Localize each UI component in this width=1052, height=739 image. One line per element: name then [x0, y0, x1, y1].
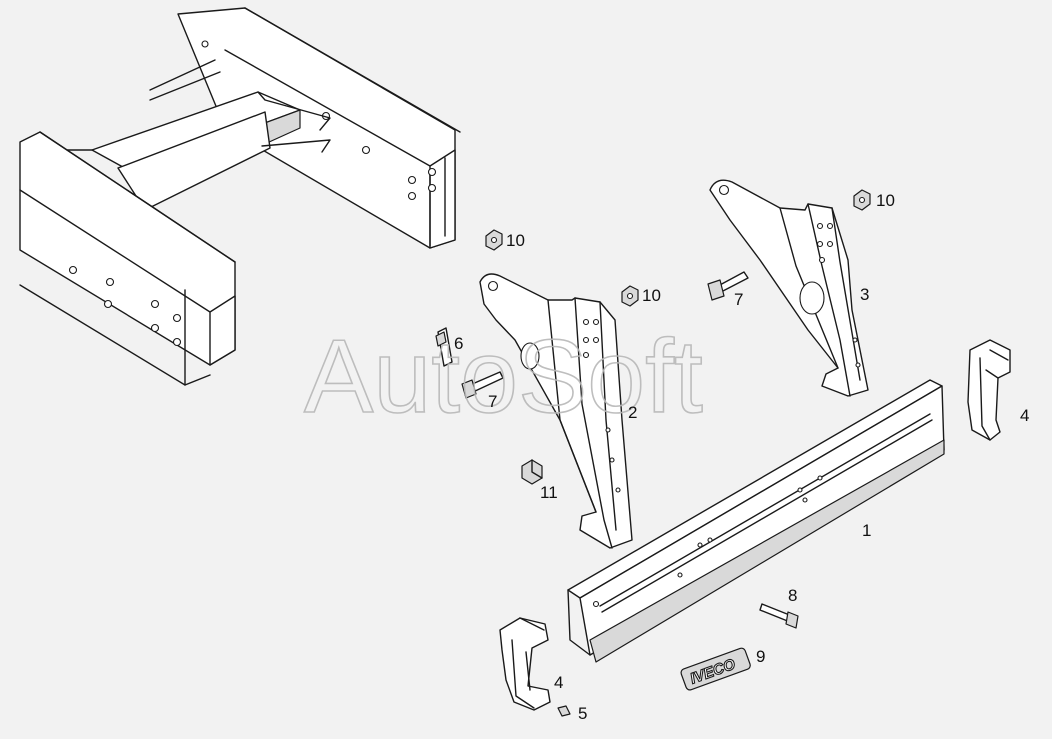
callout-4-right: 4: [1020, 406, 1029, 425]
callout-4-left: 4: [554, 673, 563, 692]
callout-7-left: 7: [488, 392, 497, 411]
callout-5: 5: [578, 704, 587, 723]
bolt-7-right: [707, 271, 749, 301]
bolt-7-left: [461, 371, 504, 399]
callout-10-b: 10: [642, 286, 661, 305]
bracket-left: [479, 273, 633, 549]
callout-1: 1: [862, 521, 871, 540]
bumper-beam: [567, 379, 945, 663]
bracket-right: [709, 179, 869, 397]
nut-10-b: [621, 285, 639, 307]
nut-11: [521, 459, 543, 485]
step-handle-left: [499, 617, 551, 711]
callout-10-c: 10: [876, 191, 895, 210]
callout-9: 9: [756, 647, 765, 666]
chassis-frame: [19, 7, 461, 386]
watermark-text: AutoSoft: [304, 319, 703, 435]
nut-10-c: [853, 189, 871, 211]
callout-2: 2: [628, 403, 637, 422]
bolt-8: [759, 603, 799, 629]
screw-5: [557, 705, 571, 717]
nut-10-a: [485, 229, 503, 251]
callout-8: 8: [788, 586, 797, 605]
iveco-badge: IVECO: [680, 647, 751, 691]
step-handle-right: [967, 339, 1011, 441]
callout-11: 11: [540, 483, 558, 502]
callout-6: 6: [454, 334, 463, 353]
callout-7-right: 7: [734, 290, 743, 309]
bolt-6: [435, 327, 453, 367]
callout-3: 3: [860, 285, 869, 304]
callout-10-a: 10: [506, 231, 525, 250]
